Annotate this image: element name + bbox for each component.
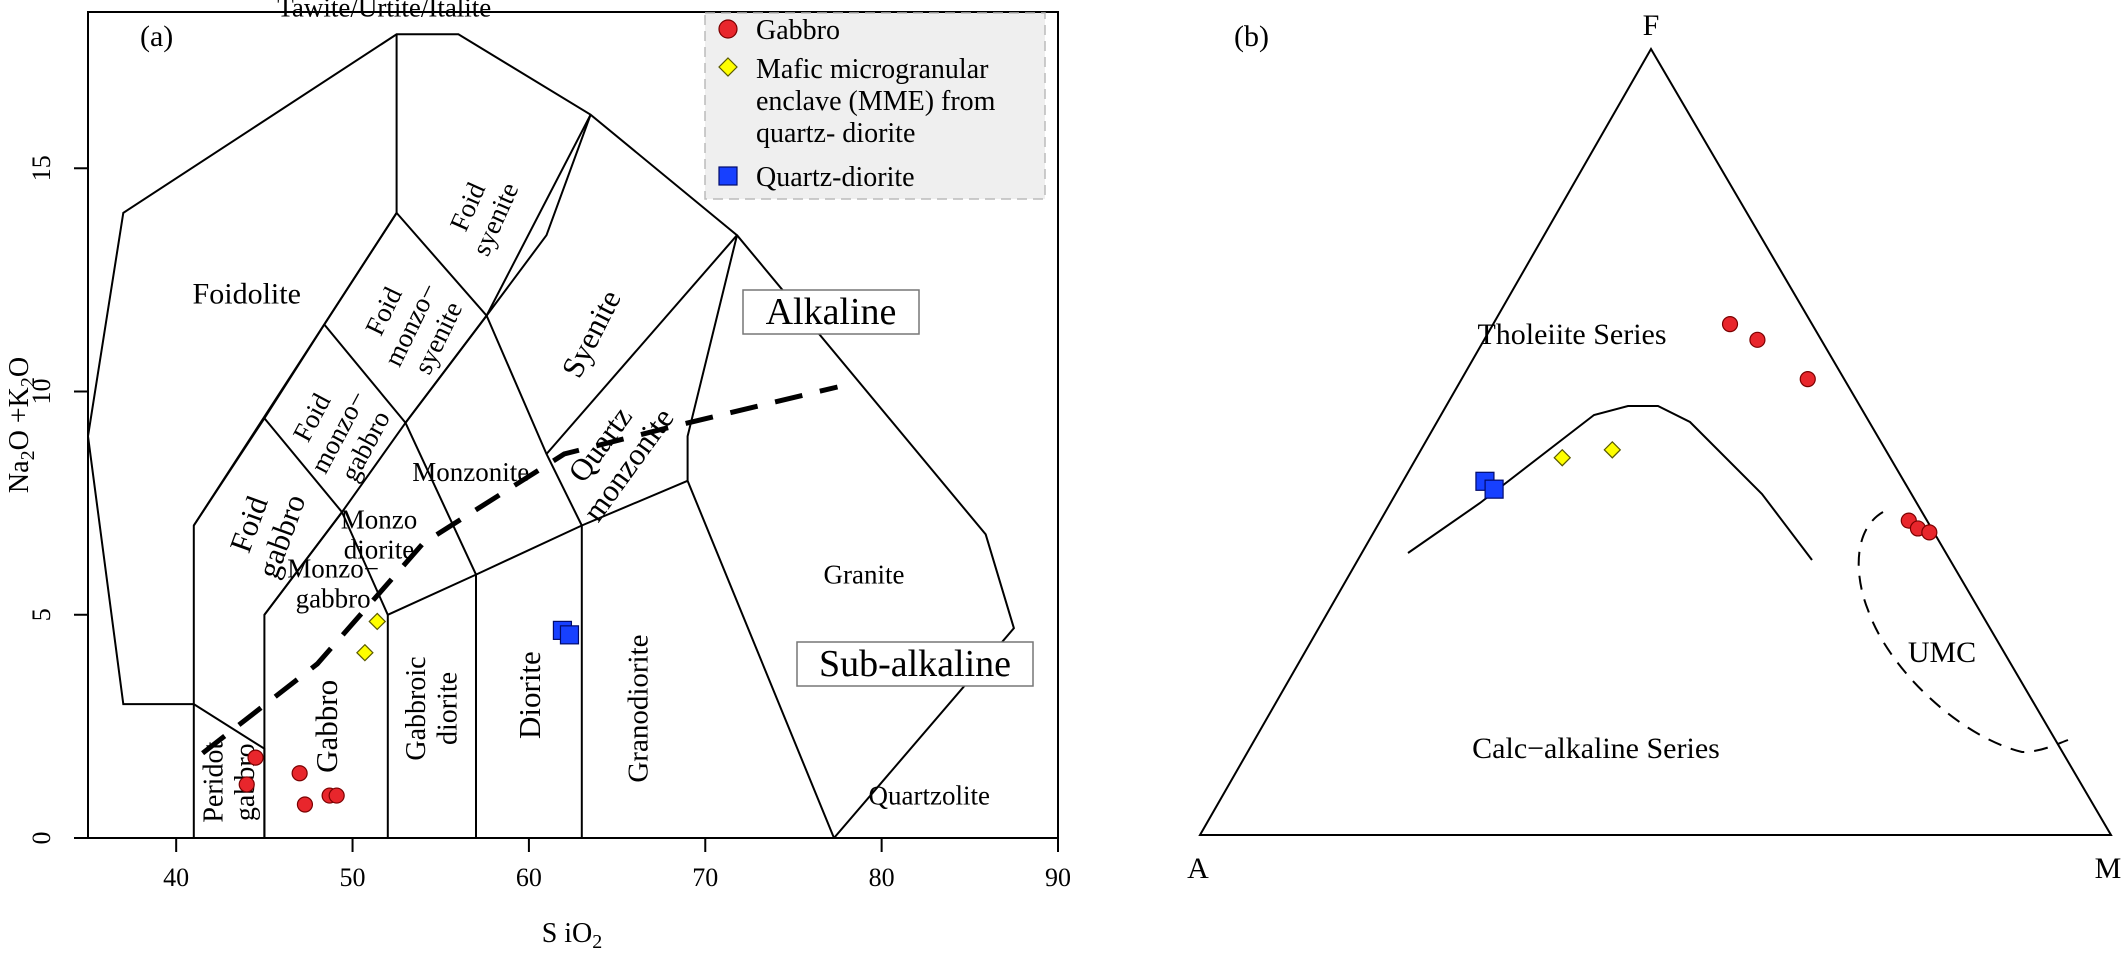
field-label-line: Diorite <box>511 651 546 739</box>
afm-triangle <box>1198 47 2113 836</box>
y-tick-label-15: 15 <box>27 155 56 181</box>
umc-label: UMC <box>1908 636 1976 669</box>
afm-point-gabbro-2 <box>1749 331 1766 348</box>
alkaline-label: Alkaline <box>766 291 897 333</box>
field-label-line: Peridot <box>198 742 229 823</box>
field-label-foidolite: Foidolite <box>193 277 301 310</box>
vertex-label-a: A <box>1187 852 1209 885</box>
umc-field-boundary <box>1857 511 2069 754</box>
legend-label-mme-line1: Mafic microgranular <box>756 54 989 85</box>
field-label-monzonite: Monzonite <box>412 457 529 487</box>
tas-point-gabbro-4 <box>296 796 314 813</box>
afm-panel-label: (b) <box>1234 20 1269 53</box>
field-label-monzo-gabbro: Monzo−gabbro <box>287 553 379 613</box>
field-boundary-12 <box>404 314 488 424</box>
legend-marker-quartz-diorite <box>718 166 738 186</box>
tas-point-gabbro-6 <box>328 787 345 804</box>
legend-label-mme-line3: quartz- diorite <box>756 118 915 149</box>
field-label-line: Tawite/Urtite/Italite <box>277 0 491 23</box>
field-label-line: Granodiorite <box>622 634 654 782</box>
x-tick-label-40: 40 <box>163 863 189 892</box>
calc-alkaline-series-label: Calc−alkaline Series <box>1472 732 1720 765</box>
y-tick-label-0: 0 <box>27 832 56 845</box>
alkaline-label-box <box>742 289 920 335</box>
field-label-tawite-urtite-italite: Tawite/Urtite/Italite <box>277 0 491 23</box>
legend-marker-gabbro <box>718 19 738 39</box>
y-tick-label-10: 10 <box>27 379 56 405</box>
tas-point-mme-1 <box>356 643 374 662</box>
x-tick-label-60: 60 <box>516 863 542 892</box>
field-label-granite: Granite <box>824 560 905 590</box>
field-label-gabbroic-diorite: Gabbroicdiorite <box>401 656 463 760</box>
subalkaline-label-box <box>796 641 1034 687</box>
field-label-line: Gabbroic <box>401 656 432 760</box>
tas-panel-label: (a) <box>140 20 173 53</box>
tas-legend: Gabbro Mafic microgranular enclave (MME)… <box>704 12 1046 200</box>
field-label-line: Granite <box>824 560 905 590</box>
tas-axis-ticks: 40 50 60 70 80 90 0 5 10 15 <box>27 155 1071 892</box>
field-label-line: Quartzolite <box>869 781 990 811</box>
field-label-line: Foidolite <box>193 277 301 310</box>
field-label-line: Syenite <box>554 284 627 383</box>
field-label-syenite: Syenite <box>554 284 627 383</box>
field-label-line: Gabbro <box>309 680 344 773</box>
field-label-diorite: Diorite <box>511 651 546 739</box>
afm-point-mme-2 <box>1603 441 1622 459</box>
afm-diagram-panel: (b) F A M Tholeiite Series Calc−alkaline… <box>1187 9 2121 885</box>
field-label-quartzolite: Quartzolite <box>869 781 990 811</box>
tas-y-axis-label: Na2O +K2O <box>4 357 39 493</box>
vertex-label-m: M <box>2095 852 2122 885</box>
tas-point-gabbro-2 <box>247 749 264 766</box>
tas-x-axis-label: S iO2 <box>542 918 603 953</box>
field-label-foid-monzo-syenite: Foidmonzo−syenite <box>351 265 471 384</box>
tholeiite-calc-alkaline-boundary <box>1407 405 1813 561</box>
tas-point-gabbro-3 <box>291 765 308 782</box>
tas-point-gabbro-1 <box>238 776 255 793</box>
x-tick-label-70: 70 <box>692 863 718 892</box>
legend-label-mme-line2: enclave (MME) from <box>756 86 996 117</box>
subalkaline-label: Sub-alkaline <box>819 643 1011 685</box>
field-boundary-4 <box>263 114 592 838</box>
field-label-line: Monzonite <box>412 457 529 487</box>
vertex-label-f: F <box>1643 9 1660 42</box>
afm-point-gabbro-6 <box>1921 524 1938 541</box>
tas-field-boundaries <box>87 33 1016 839</box>
tas-point-mme-2 <box>368 612 387 631</box>
tholeiite-series-label: Tholeiite Series <box>1477 318 1666 351</box>
afm-point-mme-1 <box>1553 448 1572 467</box>
field-label-foid-monzo-gabbro: Foidmonzo−gabbro <box>278 371 400 492</box>
legend-label-gabbro: Gabbro <box>756 15 840 46</box>
x-tick-label-80: 80 <box>869 863 895 892</box>
legend-label-quartz-diorite: Quartz-diorite <box>756 162 915 193</box>
field-label-line: gabbro <box>296 584 371 614</box>
field-boundary-1 <box>87 33 836 839</box>
field-boundary-2 <box>736 234 1016 839</box>
alkaline-subalkaline-divider-line <box>201 384 839 756</box>
field-label-gabbro: Gabbro <box>309 680 344 773</box>
x-tick-label-90: 90 <box>1045 863 1071 892</box>
legend-marker-mme <box>718 57 738 77</box>
tas-data-points <box>238 612 580 813</box>
afm-point-quartz-diorite-2 <box>1484 479 1504 499</box>
tas-point-quartz-diorite-2 <box>559 625 580 645</box>
field-boundary-10 <box>263 417 389 616</box>
legend-box <box>704 12 1046 200</box>
y-tick-label-5: 5 <box>27 608 56 621</box>
x-tick-label-50: 50 <box>340 863 366 892</box>
field-label-line: Monzo <box>341 504 418 534</box>
afm-point-gabbro-3 <box>1799 371 1816 388</box>
field-label-foid-syenite: Foidsyenite <box>438 166 524 260</box>
afm-data-points <box>1475 316 1938 541</box>
field-label-line: diorite <box>432 672 463 745</box>
field-boundary-8 <box>263 511 343 616</box>
tas-diagram-panel: (a) 40 50 60 70 80 90 0 5 10 15 Tawite/Urtite/Ita… <box>4 0 1071 953</box>
field-label-line: diorite <box>344 535 414 565</box>
field-label-granodiorite: Granodiorite <box>622 634 654 782</box>
afm-point-gabbro-1 <box>1721 316 1739 333</box>
field-label-line: Monzo− <box>287 553 379 583</box>
field-boundary-14 <box>545 234 738 455</box>
